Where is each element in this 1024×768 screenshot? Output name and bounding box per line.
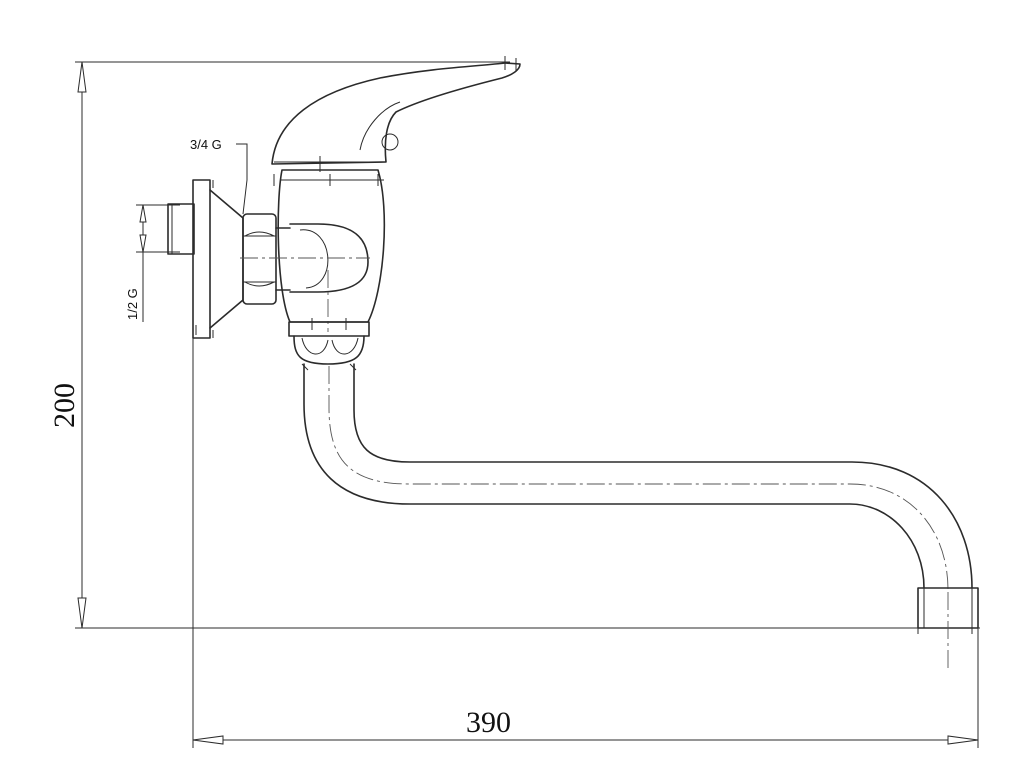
lever-pivot [381,133,399,151]
swivel-collar [288,321,370,365]
mixer-body-outline [277,169,386,323]
tick-spout-start-2 [349,363,357,371]
inlet-pipe [167,203,195,255]
length-dimension-label: 390 [466,706,511,739]
flange-plate [192,179,211,339]
inlet-pipe-body [167,203,195,255]
height-dimension-label: 200 [48,383,81,428]
collar-nut [293,335,365,365]
length-dimension: 390 [192,330,979,748]
inlet-arrow-bottom [139,234,147,253]
height-arrow-bottom [77,597,87,629]
body-inner-curve [299,229,329,289]
lever-handle-inner-curve [359,101,401,151]
height-dimension: 200 [48,61,980,629]
nut-thread-callout: 3/4 G [190,137,248,215]
hex-nut [242,213,291,305]
hex-nut-chamfers [244,231,275,287]
spout-inner-edge [353,363,973,589]
construction-ticks [195,156,973,634]
collar-nut-facets [301,337,359,355]
collar-ring [288,321,370,337]
nut-thread-leader [236,143,248,215]
inlet-thread-dimension: 1/2 G [125,204,180,322]
hex-nut-body [242,213,277,305]
inlet-thread-label: 1/2 G [125,288,140,320]
lever-handle-outline [271,62,521,165]
length-arrow-right [947,735,979,745]
tick-spout-start-1 [301,363,309,371]
spout [303,363,973,591]
aerator [917,587,979,668]
mixer-body [240,169,386,332]
lever-handle [271,56,521,165]
spout-outer-edge [303,363,925,589]
inlet-arrow-top [139,204,147,223]
nut-thread-label: 3/4 G [190,137,222,152]
height-arrow-top [77,61,87,93]
spout-centerline [328,366,949,591]
length-arrow-left [192,735,224,745]
body-inlet-boss [289,223,369,293]
wall-flange [192,179,244,339]
flange-cone [209,189,244,329]
